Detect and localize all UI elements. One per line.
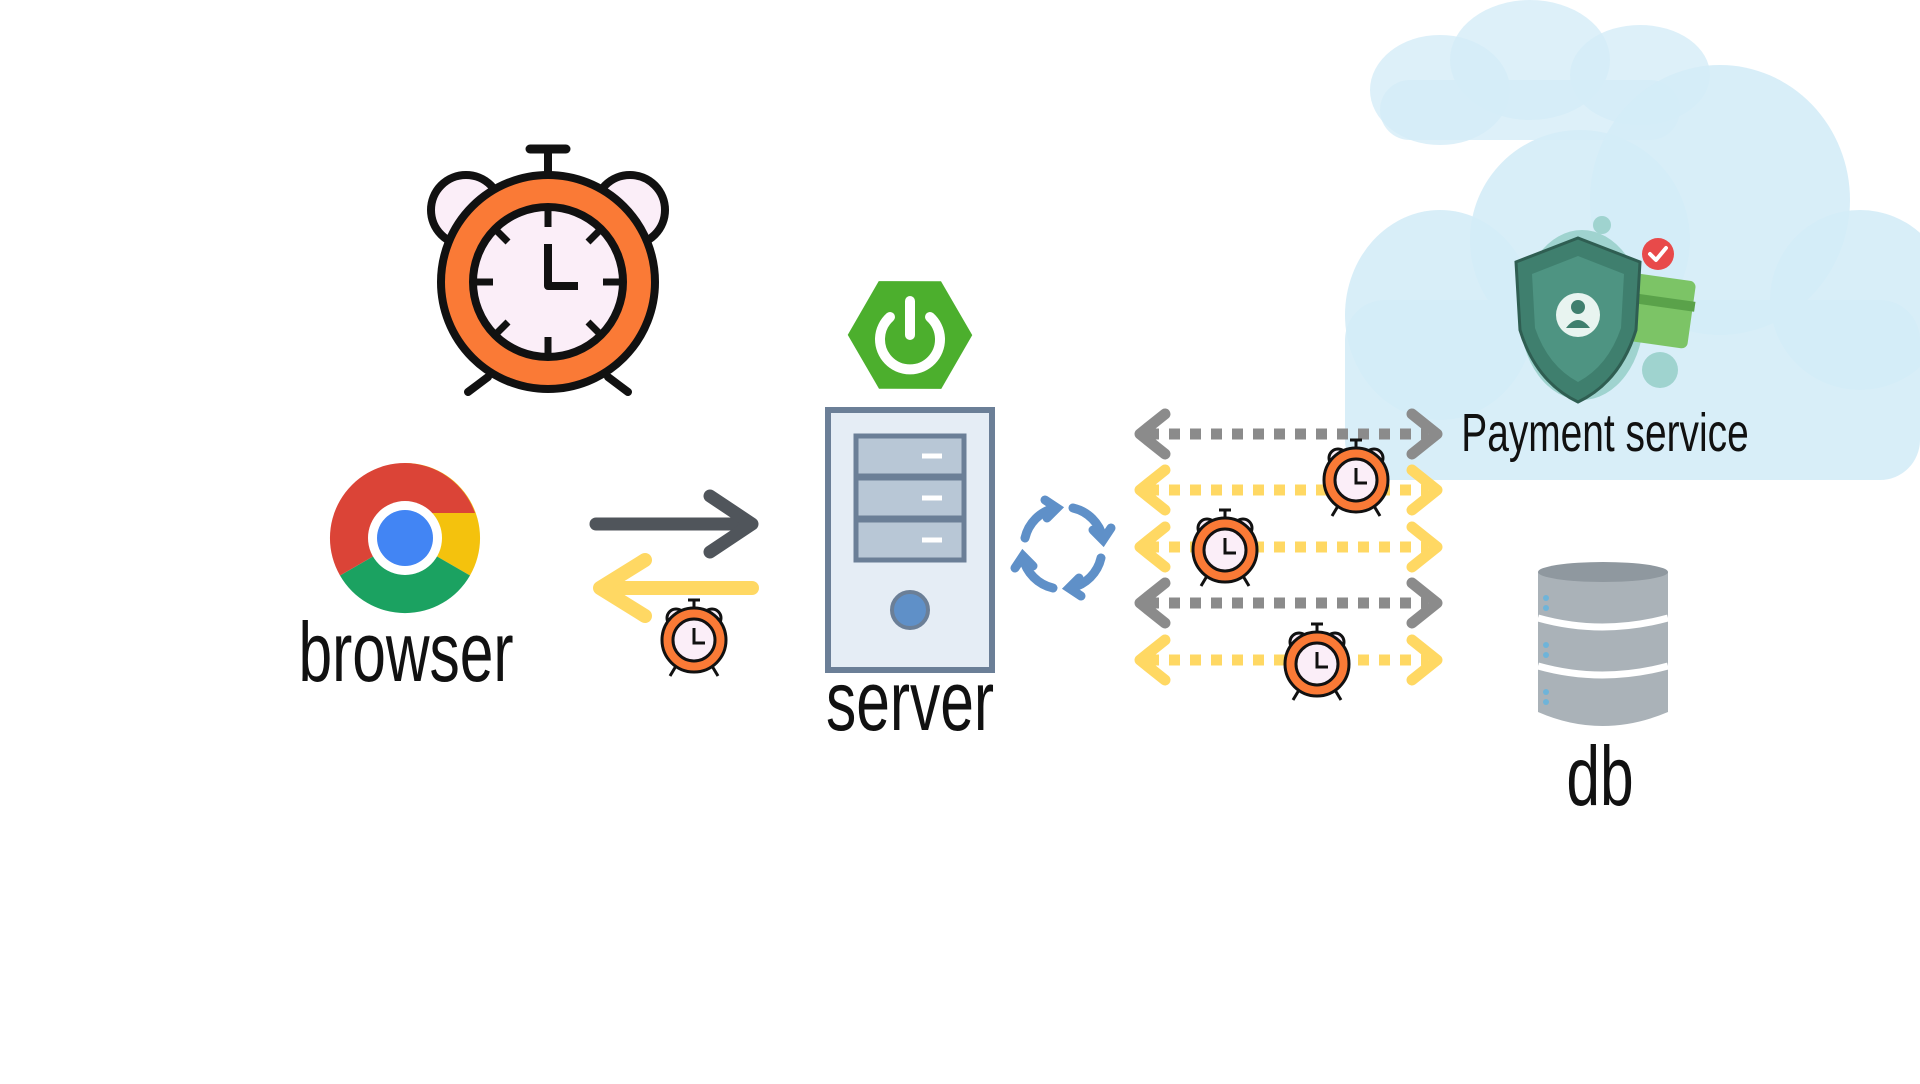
big-alarm-clock-icon — [427, 144, 669, 396]
alarm-clock-icon — [1191, 508, 1259, 588]
browser-label: browser — [298, 605, 514, 699]
shield-card-icon — [1514, 216, 1696, 404]
payment-service-label: Payment service — [1461, 403, 1749, 463]
alarm-clock-icon — [1283, 622, 1351, 702]
alarm-clock-icon — [660, 598, 728, 678]
database-icon — [1537, 562, 1669, 726]
dotted-arrow-yellow-3 — [1134, 634, 1443, 686]
db-label: db — [1566, 729, 1634, 823]
spring-power-icon — [847, 281, 973, 389]
dotted-arrow-yellow-2 — [1134, 521, 1443, 573]
dotted-arrow-gray-2 — [1134, 577, 1443, 629]
server-label: server — [825, 654, 995, 748]
chrome-icon — [329, 462, 481, 614]
alarm-clock-icon — [1322, 438, 1390, 518]
request-arrow — [589, 489, 759, 559]
response-arrow — [593, 553, 759, 623]
server-tower-icon — [825, 407, 995, 673]
dotted-arrow-gray-1 — [1134, 408, 1443, 460]
sync-icon — [1010, 495, 1116, 601]
